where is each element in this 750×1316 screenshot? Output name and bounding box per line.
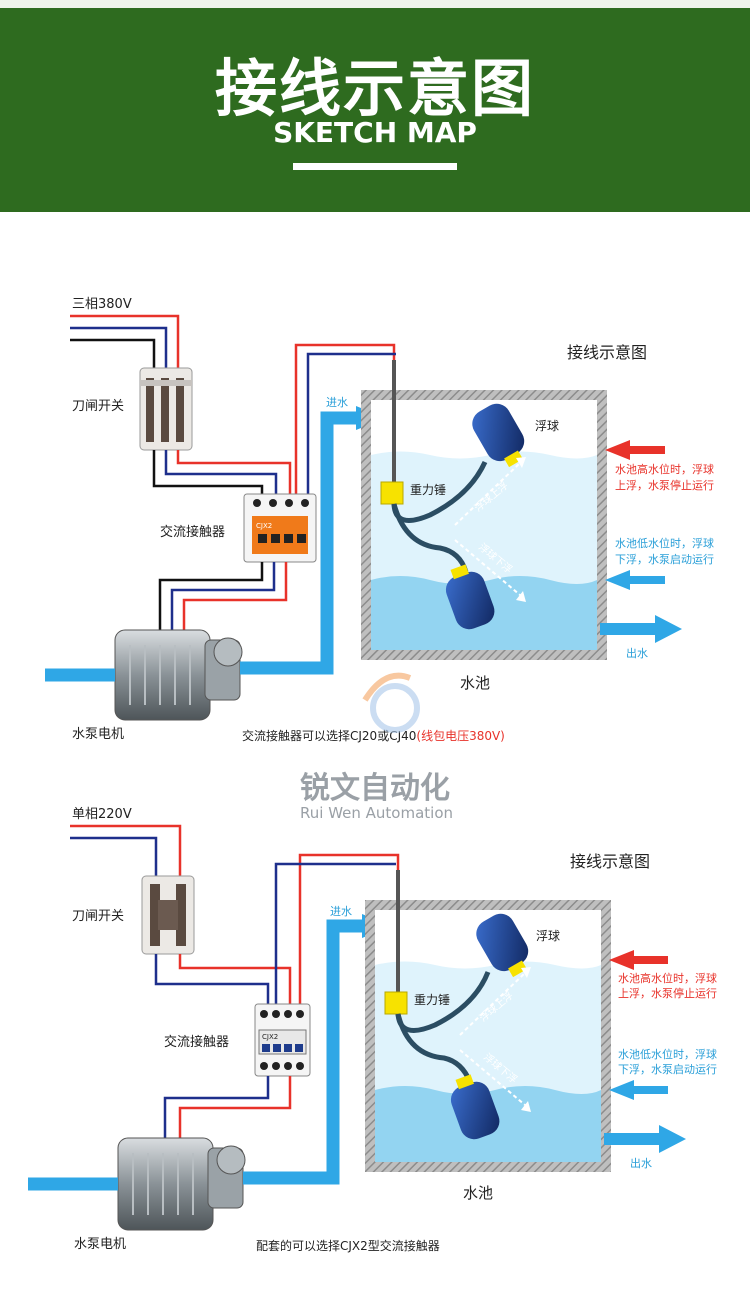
float-switch-2 — [384, 870, 531, 1140]
footnote-text: 交流接触器可以选择CJ20或CJ40 — [242, 728, 416, 743]
float-ball-label-2: 浮球 — [536, 929, 560, 943]
low-water-arrow-2 — [609, 1080, 668, 1100]
supply-wires — [70, 314, 180, 370]
high-water-arrow — [605, 440, 665, 460]
knife-switch-2 — [141, 875, 195, 955]
knife-switch-label-2: 刀闸开关 — [72, 909, 124, 924]
high-water-note-1: 水池高水位时，浮球 — [615, 462, 714, 476]
low-water-note-1: 水池低水位时，浮球 — [615, 536, 714, 550]
header-banner: 接线示意图 SKETCH MAP — [0, 0, 750, 212]
watermark-cn: 锐文自动化 — [300, 771, 450, 806]
page-title: 接线示意图 — [214, 52, 535, 125]
page-subtitle: SKETCH MAP — [273, 116, 477, 149]
weight-label-2: 重力锤 — [414, 992, 450, 1007]
pump-motor-2 — [117, 1137, 246, 1231]
switch-to-contactor-wires-2 — [154, 853, 400, 1006]
inlet-label: 进水 — [326, 396, 348, 409]
supply-label: 三相380V — [72, 297, 132, 312]
pool-label-2: 水池 — [463, 1184, 493, 1202]
contactor-label: 交流接触器 — [160, 524, 225, 540]
contactor-to-motor-wires — [158, 562, 288, 632]
float-ball-label: 浮球 — [535, 419, 559, 433]
footnote-2: 配套的可以选择CJX2型交流接触器 — [256, 1238, 440, 1253]
contactor-to-motor-wires-2 — [163, 1076, 292, 1140]
supply-wires-2 — [70, 824, 182, 878]
high-water-arrow-2 — [609, 950, 668, 970]
ac-contactor-2: CJX2 — [254, 1003, 311, 1077]
inlet-pipe — [45, 411, 360, 682]
low-water-note-2: 下浮，水泵启动运行 — [615, 553, 714, 566]
inlet-label-2: 进水 — [330, 905, 352, 918]
weight-label: 重力锤 — [410, 482, 446, 497]
outlet-label-2: 出水 — [630, 1156, 652, 1170]
diagram-title-2: 接线示意图 — [570, 852, 650, 871]
watermark-en: Rui Wen Automation — [300, 804, 453, 822]
knife-switch — [139, 367, 193, 451]
watermark: 锐文自动化 Rui Wen Automation — [300, 672, 453, 822]
footnote: 交流接触器可以选择CJ20或CJ40(线包电压380V) — [242, 728, 505, 743]
high-water-note-2-2: 上浮，水泵停止运行 — [618, 986, 717, 1000]
pump-motor-label-2: 水泵电机 — [74, 1237, 126, 1252]
high-water-note-1-2: 水池高水位时，浮球 — [618, 971, 717, 985]
contactor-badge: CJX2 — [256, 522, 272, 530]
pump-motor-label: 水泵电机 — [72, 727, 124, 742]
high-water-note-2: 上浮，水泵停止运行 — [615, 478, 714, 492]
pump-motor — [114, 629, 243, 721]
ac-contactor: CJX2 — [243, 493, 317, 563]
inlet-pipe-2 — [28, 919, 366, 1191]
low-water-arrow — [605, 570, 665, 590]
switch-to-contactor-wires — [152, 343, 396, 500]
pool-label: 水池 — [460, 674, 490, 692]
low-water-note-2-2: 下浮，水泵启动运行 — [618, 1063, 717, 1076]
contactor-badge-2: CJX2 — [262, 1033, 278, 1041]
diagram-three-phase: 三相380V 刀闸开关 — [45, 297, 714, 743]
outlet-arrow — [600, 615, 682, 643]
supply-label-2: 单相220V — [72, 807, 132, 822]
outlet-arrow-2 — [604, 1125, 686, 1153]
float-switch — [380, 360, 526, 630]
contactor-label-2: 交流接触器 — [164, 1034, 229, 1050]
knife-switch-label: 刀闸开关 — [72, 399, 124, 414]
diagram-single-phase: 单相220V 刀闸开关 — [28, 807, 717, 1253]
low-water-note-1-2: 水池低水位时，浮球 — [618, 1047, 717, 1061]
diagram-title: 接线示意图 — [567, 343, 647, 362]
outlet-label: 出水 — [626, 646, 648, 660]
header-underline — [293, 163, 457, 170]
header-top-strip — [0, 0, 750, 8]
footnote-red: (线包电压380V) — [416, 729, 504, 743]
